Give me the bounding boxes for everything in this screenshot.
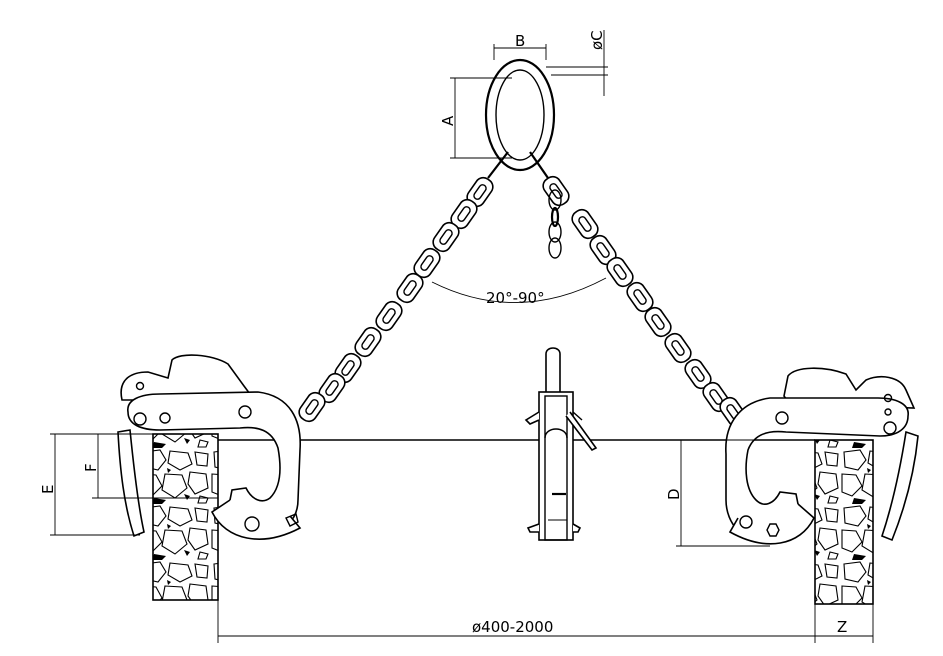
dimension-c: øC (546, 30, 608, 96)
dimension-f-label: F (82, 463, 100, 472)
spare-chain (548, 189, 562, 259)
dimension-f: F (82, 433, 218, 499)
dimension-diameter: ø400-2000 (217, 600, 816, 643)
angle-indicator: 20°-90° (431, 277, 607, 307)
dimension-a: A (439, 77, 512, 159)
dimension-z-label: Z (837, 618, 847, 636)
center-shackle (524, 347, 598, 541)
dimension-d: D (665, 439, 815, 547)
right-clamp (725, 367, 919, 545)
chain-link (644, 306, 672, 338)
chain-link (664, 332, 692, 364)
dimension-d-label: D (665, 488, 683, 500)
dimension-z: Z (815, 604, 874, 643)
angle-label: 20°-90° (486, 289, 545, 307)
chain-link (396, 272, 424, 304)
chain-link (354, 326, 382, 358)
right-chain (529, 151, 747, 428)
chain-link (542, 175, 570, 207)
chain-link (298, 391, 326, 423)
dimension-b-label: B (515, 32, 525, 50)
dimension-e-label: E (39, 485, 57, 494)
chain-link (571, 208, 599, 240)
chain-link (606, 256, 634, 288)
dimension-b: B (493, 32, 547, 60)
chain-link (375, 300, 403, 332)
dimension-c-label: øC (588, 30, 606, 50)
master-ring (484, 58, 556, 172)
dimension-a-label: A (439, 115, 457, 126)
dimension-diameter-label: ø400-2000 (472, 618, 553, 636)
chain-link (626, 281, 654, 313)
pipe (152, 433, 874, 605)
chain-link (432, 221, 460, 253)
left-clamp (117, 354, 302, 540)
left-chain (298, 151, 509, 423)
